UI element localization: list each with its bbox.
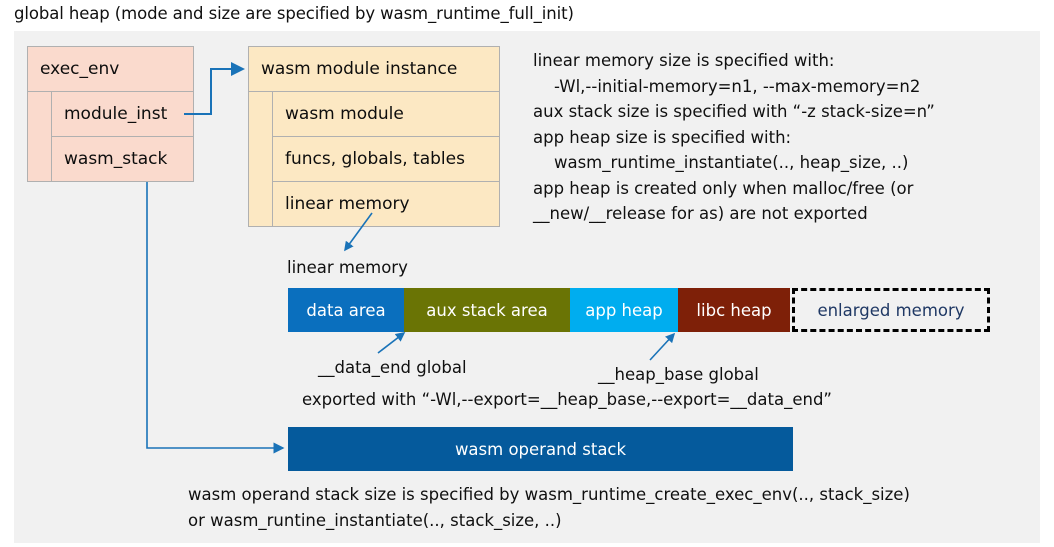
annotation-data-end: __data_end global (318, 358, 467, 377)
module-instance-row-linear-memory: linear memory (272, 182, 500, 227)
page-title: global heap (mode and size are specified… (14, 4, 574, 23)
memory-segment-aux-stack-area: aux stack area (404, 288, 570, 332)
linear-memory-caption: linear memory (287, 258, 408, 277)
module-instance-gutter (248, 92, 273, 227)
module-instance-row-wasm-module: wasm module (272, 92, 500, 137)
exec-env-row-wasm-stack: wasm_stack (51, 137, 194, 182)
annotation-heap-base: __heap_base global (598, 365, 759, 384)
memory-segment-app-heap: app heap (570, 288, 678, 332)
wasm-operand-stack-box: wasm operand stack (288, 427, 793, 471)
memory-segment-data-area: data area (288, 288, 404, 332)
operand-stack-notes: wasm operand stack size is specified by … (188, 485, 910, 530)
memory-segment-enlarged-memory: enlarged memory (792, 288, 990, 332)
exec-env-row-module-inst: module_inst (51, 92, 194, 137)
module-instance-row-funcs-globals-tables: funcs, globals, tables (272, 137, 500, 182)
annotation-exported-with: exported with “-Wl,--export=__heap_base,… (302, 390, 832, 409)
module-instance-header: wasm module instance (248, 46, 500, 92)
linear-memory-notes: linear memory size is specified with: -W… (533, 51, 935, 223)
exec-env-gutter (27, 92, 52, 182)
exec-env-header: exec_env (27, 46, 194, 92)
memory-segment-libc-heap: libc heap (678, 288, 790, 332)
